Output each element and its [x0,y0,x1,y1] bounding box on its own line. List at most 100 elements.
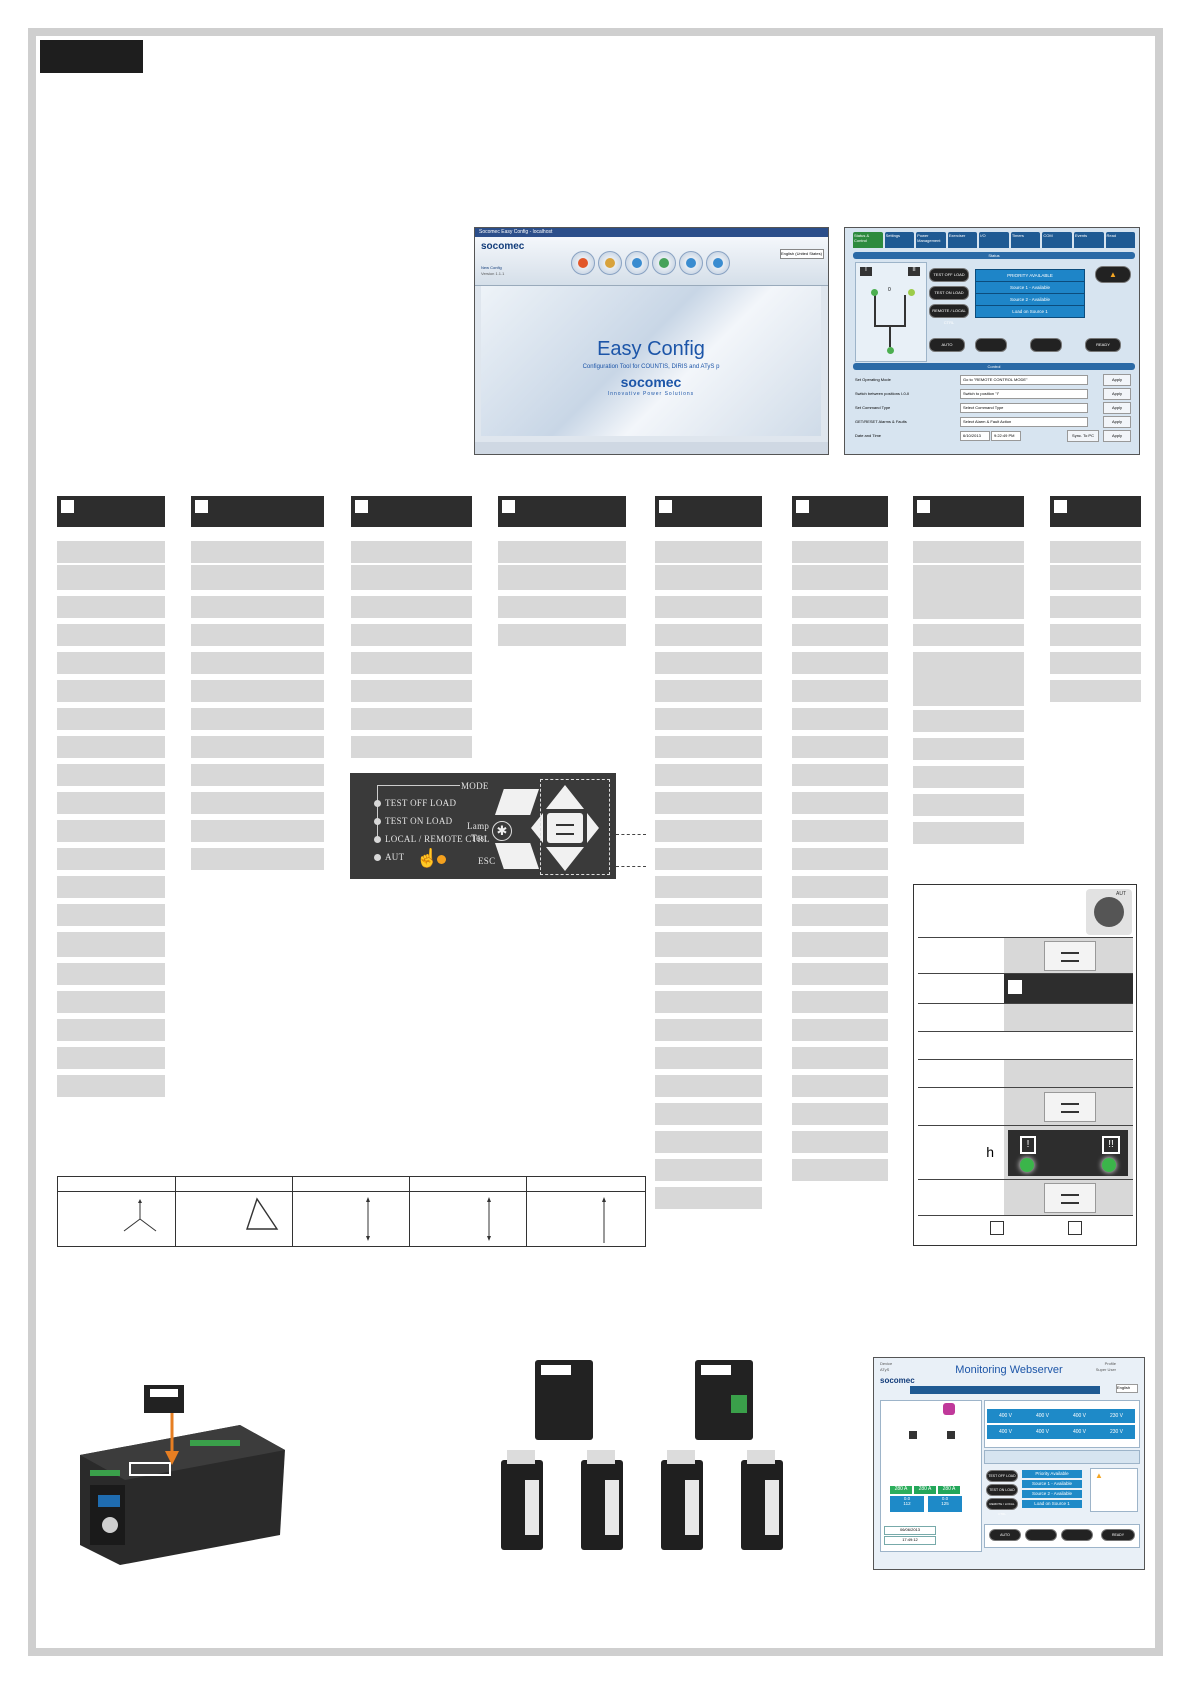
v6: 400 V [1035,1429,1050,1435]
menu-table-cell [913,541,1024,563]
tab-read[interactable]: Read [1105,232,1136,248]
test-on-load-pill[interactable]: TEST ON LOAD [986,1484,1018,1496]
menu-table-cell [57,932,165,957]
menu-table-cell [57,904,165,926]
time-input[interactable]: 9:22:49 PM [991,431,1021,441]
tab-io[interactable]: I/O [979,232,1009,248]
row-label: Date and Time [855,433,882,438]
menu-table-cell [655,1131,762,1153]
warning-icon: ▲ [1109,270,1117,279]
date-input[interactable]: 6/10/2013 [960,431,990,441]
manual-pill[interactable] [1025,1529,1057,1541]
menu-table-cell [792,1019,888,1041]
brand-logo: socomec [880,1376,915,1385]
sync-button[interactable]: Sync. To PC [1067,430,1099,442]
test-on-load-pill[interactable]: TEST ON LOAD [929,286,969,300]
manual-pill[interactable] [975,338,1007,352]
row-value [1004,938,1133,974]
tab-exerciser[interactable]: Exerciser [947,232,978,248]
menu-table-cell [792,541,888,563]
enter-glyph [1061,1103,1079,1113]
test-off-load-pill[interactable]: TEST OFF LOAD [929,268,969,282]
remote-local-pill[interactable]: REMOTE / LOCAL CTRL [986,1498,1018,1516]
row-value: ! !! [1004,1126,1133,1180]
switch-diagram: I II 0 [855,262,927,362]
save-icon[interactable] [625,251,649,275]
tab-status-control[interactable]: Status & Control [853,232,883,248]
checkbox-1[interactable] [990,1221,1004,1235]
row-value [1004,1180,1133,1216]
side-link-new-config[interactable]: New Config [481,265,502,270]
tab-settings[interactable]: Settings [884,232,915,248]
alarm-button[interactable]: ▲ [1095,266,1131,283]
star-wiring-icon [123,1199,157,1232]
panel-row [918,1003,1133,1032]
auto-pill[interactable]: AUTO [929,338,965,352]
menu-table-cell [792,848,888,870]
language-select[interactable]: English (United States) [780,249,824,259]
source2-led [908,289,915,296]
step-box [1053,499,1068,514]
row-select[interactable]: Go to "REMOTE CONTROL MODE" [960,375,1088,385]
splash-brand: socomec [620,374,682,390]
profile-label: Profile [1104,1361,1116,1366]
apply-button[interactable]: Apply [1103,430,1131,442]
option-modules-illustration [501,1360,783,1550]
menu-table-cell [498,596,626,618]
menu-table-cell [351,652,472,674]
menu-table-cell [655,708,762,730]
menu-table-cell [1050,565,1141,590]
remote-local-pill[interactable]: REMOTE / LOCAL CTRL [929,304,969,325]
menu-table-header [498,496,626,527]
help-icon[interactable] [706,251,730,275]
sync-icon[interactable] [652,251,676,275]
row-select[interactable]: Switch to position "I" [960,389,1088,399]
lamp-test-icon[interactable]: ✱ [492,821,512,841]
status-line-4: Load on Source 1 [975,305,1085,318]
panel-row [918,1059,1133,1088]
esc-button[interactable] [495,843,539,869]
menu-table-cell [913,822,1024,844]
panel-row: h ! !! [918,1125,1133,1180]
tab-power-management[interactable]: Power Management [916,232,946,248]
menu-table-cell [57,596,165,618]
tab-events[interactable]: Events [1073,232,1104,248]
row-select[interactable]: Select Command Type [960,403,1088,413]
menu-table-cell [57,1019,165,1041]
tab-com[interactable]: COM [1042,232,1072,248]
new-icon[interactable] [571,251,595,275]
menu-table-header [792,496,888,527]
open-icon[interactable] [598,251,622,275]
switch-ii [947,1431,955,1439]
menu-table-cell [655,596,762,618]
apply-button[interactable]: Apply [1103,374,1131,386]
menu-table-cell [191,708,324,730]
tab-timers[interactable]: Timers [1010,232,1041,248]
menu-table-cell [655,820,762,842]
step-box [501,499,516,514]
apply-button[interactable]: Apply [1103,416,1131,428]
lock-pill[interactable] [1030,338,1062,352]
line-right [904,295,906,325]
test-off-load-pill[interactable]: TEST OFF LOAD [986,1470,1018,1482]
apply-button[interactable]: Apply [1103,388,1131,400]
lock-pill[interactable] [1061,1529,1093,1541]
menu-table-cell [655,991,762,1013]
menu-table-cell [913,565,1024,619]
menu-table-cell [351,736,472,758]
mode-button[interactable] [495,789,539,815]
time-label: 17:49:12 [884,1536,936,1545]
menu-table-cell [655,565,762,590]
row-select[interactable]: Select Alarm & Fault Action [960,417,1088,427]
language-select[interactable]: English [1116,1384,1138,1393]
checkbox-2[interactable] [1068,1221,1082,1235]
info-icon[interactable] [679,251,703,275]
status-bar-title: Status [853,252,1135,259]
auto-pill[interactable]: AUTO [989,1529,1021,1541]
enter-button[interactable] [547,813,583,843]
menu-table-cell [191,680,324,702]
menu-table-cell [655,1019,762,1041]
apply-button[interactable]: Apply [1103,402,1131,414]
